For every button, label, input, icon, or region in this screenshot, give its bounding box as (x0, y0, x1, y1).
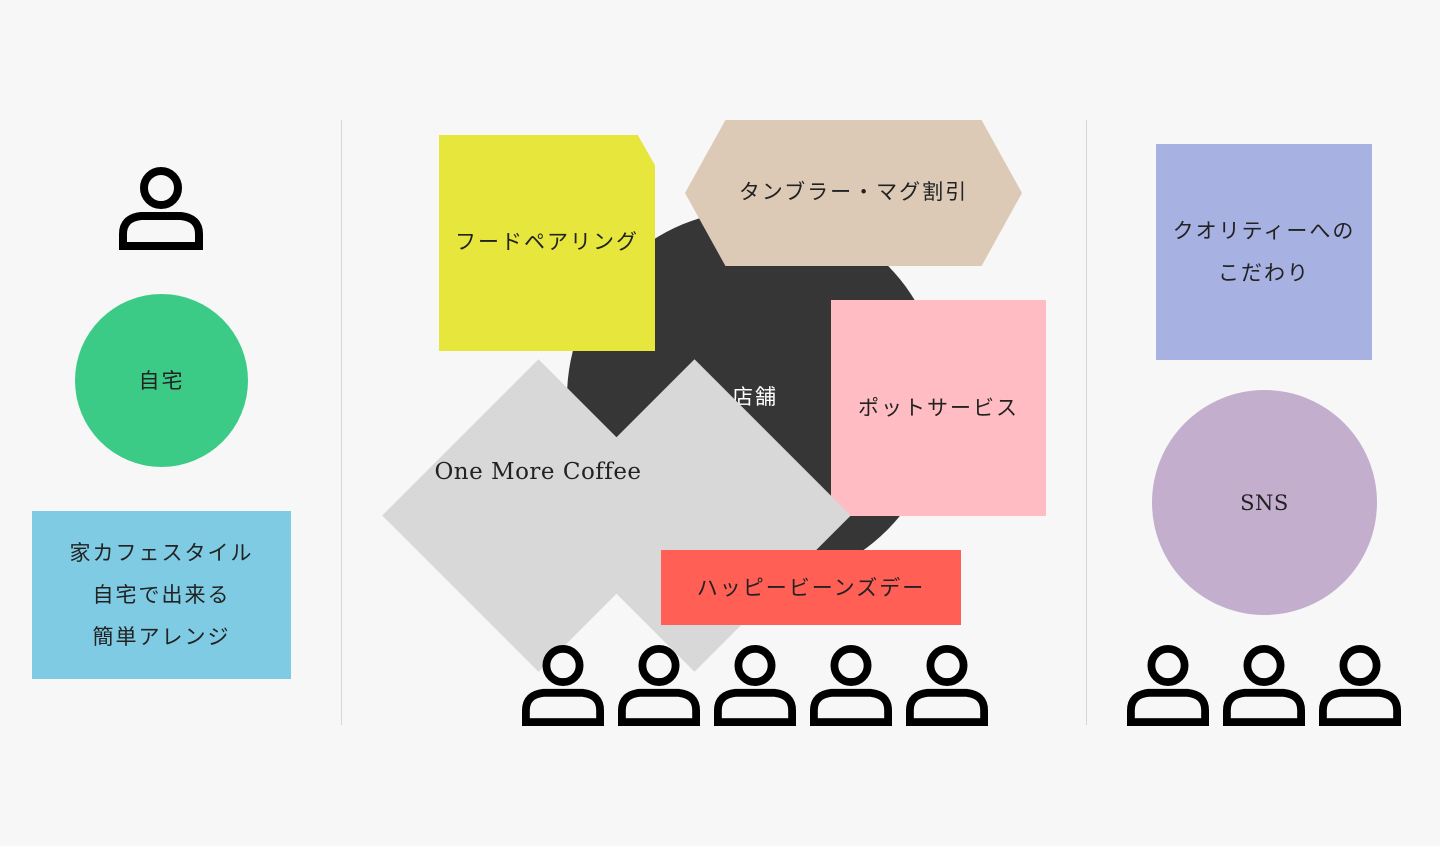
person-icon (618, 644, 700, 726)
person-icon (714, 644, 796, 726)
tumbler-discount-label: タンブラー・マグ割引 (738, 180, 969, 204)
sns-label: SNS (1240, 490, 1289, 515)
quality-line-2: こだわり (1218, 261, 1310, 285)
tumbler-discount-node (685, 120, 1022, 266)
person-icon (1223, 644, 1305, 726)
one-more-coffee-label: One More Coffee (434, 459, 642, 485)
pot-service-node (831, 300, 1046, 516)
happy-beans-day-label: ハッピービーンズデー (696, 576, 926, 600)
person-icon (1319, 644, 1401, 726)
home-cafe-line-3: 簡単アレンジ (92, 625, 231, 649)
quality-node: クオリティーへの こだわり (1156, 144, 1372, 360)
person-icon (810, 644, 892, 726)
pot-service-label: ポットサービス (858, 396, 1019, 420)
happy-beans-day-node (661, 550, 961, 625)
column-divider-left (341, 120, 342, 725)
home-label: 自宅 (138, 368, 185, 393)
food-pairing-label: フードペアリング (455, 230, 639, 254)
person-icon (906, 644, 988, 726)
column-divider-right (1086, 120, 1087, 725)
person-icon (119, 166, 203, 250)
home-cafe-line-2: 自宅で出来る (92, 583, 231, 607)
food-pairing-node (439, 135, 655, 351)
home-cafe-node: 家カフェスタイル 自宅で出来る 簡単アレンジ (32, 511, 291, 679)
person-icon (522, 644, 604, 726)
quality-line-1: クオリティーへの (1172, 219, 1356, 243)
home-node: 自宅 (75, 294, 248, 467)
sns-node: SNS (1152, 390, 1377, 615)
home-cafe-line-1: 家カフェスタイル (69, 541, 254, 565)
person-icon (1127, 644, 1209, 726)
